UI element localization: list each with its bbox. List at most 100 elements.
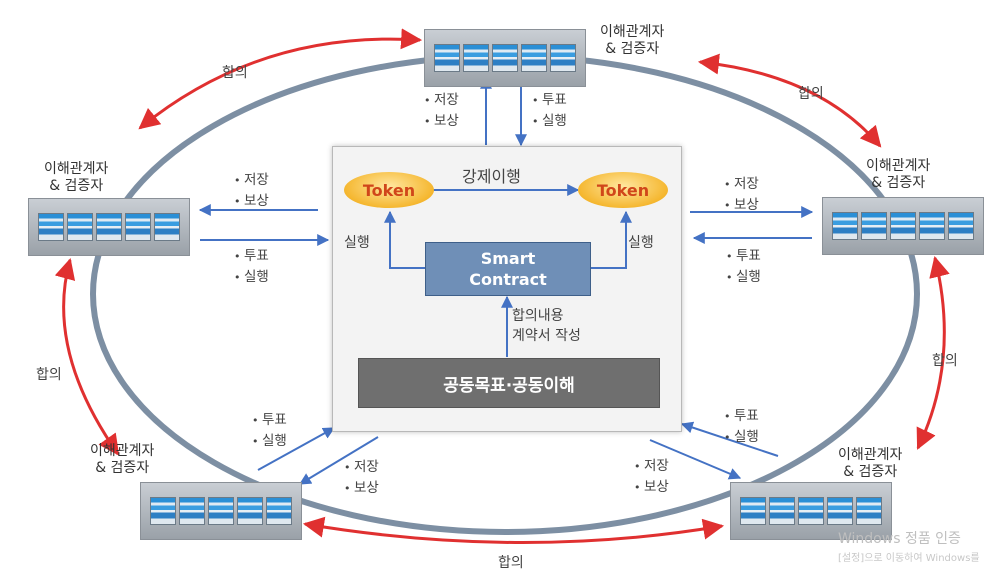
role-line1: 이해관계자 xyxy=(838,447,903,463)
role-line2: & 검증자 xyxy=(49,178,104,194)
role-label-top: 이해관계자 & 검증자 xyxy=(600,24,664,58)
server-icon xyxy=(179,497,205,525)
server-icon xyxy=(890,212,916,240)
vote-execute-right: 투표 실행 xyxy=(726,246,761,288)
role-line1: 이해관계자 xyxy=(600,24,665,40)
agreement-label-bottom: 합의 xyxy=(498,555,524,571)
role-line2: & 검증자 xyxy=(843,464,898,480)
role-label-bottom-left: 이해관계자 & 검증자 xyxy=(90,443,154,477)
role-label-right: 이해관계자 & 검증자 xyxy=(866,158,930,192)
server-icon xyxy=(856,497,882,525)
server-icon xyxy=(38,213,64,241)
server-icon xyxy=(96,213,122,241)
role-line2: & 검증자 xyxy=(605,41,660,57)
vote-item: 투표 xyxy=(234,246,269,267)
agreement-content-line1: 합의내용 xyxy=(512,308,564,324)
agreement-label-top-right: 합의 xyxy=(798,86,824,102)
stakeholder-node-top xyxy=(424,29,586,87)
flow-arrow-bl-out xyxy=(298,436,379,485)
role-line2: & 검증자 xyxy=(95,460,150,476)
server-icon xyxy=(67,213,93,241)
server-icon xyxy=(832,212,858,240)
reward-item: 보상 xyxy=(424,111,459,132)
activation-watermark-subtitle: [설정]으로 이동하여 Windows를 xyxy=(838,553,980,564)
agreement-arrow-top-right xyxy=(697,53,882,148)
store-item: 저장 xyxy=(424,90,459,111)
agreement-content-label: 합의내용 계약서 작성 xyxy=(512,306,581,346)
execute-connector-left xyxy=(384,210,425,269)
activation-watermark-title: Windows 정품 인증 xyxy=(838,531,961,547)
vote-execute-left: 투표 실행 xyxy=(234,246,269,288)
execute-item: 실행 xyxy=(726,267,761,288)
reward-item: 보상 xyxy=(234,191,269,212)
vote-item: 투표 xyxy=(252,410,287,431)
server-icon xyxy=(919,212,945,240)
server-icon xyxy=(154,213,180,241)
execute-item: 실행 xyxy=(234,267,269,288)
server-icon xyxy=(434,44,460,72)
vote-item: 투표 xyxy=(532,90,567,111)
store-reward-right: 저장 보상 xyxy=(724,174,759,216)
server-icon xyxy=(463,44,489,72)
store-item: 저장 xyxy=(724,174,759,195)
reward-item: 보상 xyxy=(724,195,759,216)
agreement-arrow-top-left xyxy=(138,28,423,130)
execute-item: 실행 xyxy=(532,111,567,132)
agreement-label-top-left: 합의 xyxy=(222,65,248,81)
role-line1: 이해관계자 xyxy=(866,158,931,174)
store-reward-top: 저장 보상 xyxy=(424,90,459,132)
execute-label-right: 실행 xyxy=(628,235,654,251)
server-icon xyxy=(740,497,766,525)
server-icon xyxy=(769,497,795,525)
server-icon xyxy=(125,213,151,241)
token-left: Token xyxy=(344,172,434,208)
stakeholder-node-bottom-left xyxy=(140,482,302,540)
agreement-arrow-left xyxy=(54,257,120,456)
server-icon xyxy=(861,212,887,240)
reward-item: 보상 xyxy=(634,477,669,498)
server-icon xyxy=(208,497,234,525)
agreement-label-right: 합의 xyxy=(932,353,958,369)
server-icon xyxy=(492,44,518,72)
flow-arrow-br-out xyxy=(649,439,742,480)
role-line2: & 검증자 xyxy=(871,175,926,191)
execute-label-left: 실행 xyxy=(344,235,370,251)
store-reward-left: 저장 보상 xyxy=(234,170,269,212)
vote-execute-bottom-left: 투표 실행 xyxy=(252,410,287,452)
stakeholder-node-left xyxy=(28,198,190,256)
role-label-bottom-right: 이해관계자 & 검증자 xyxy=(838,447,902,481)
server-icon xyxy=(150,497,176,525)
store-reward-bottom-right: 저장 보상 xyxy=(634,456,669,498)
flow-arrow-bl-in xyxy=(257,427,336,471)
store-item: 저장 xyxy=(634,456,669,477)
stakeholder-node-bottom-right xyxy=(730,482,892,540)
role-label-left: 이해관계자 & 검증자 xyxy=(44,161,108,195)
server-icon xyxy=(948,212,974,240)
enforcement-label: 강제이행 xyxy=(462,167,521,186)
agreement-content-line2: 계약서 작성 xyxy=(512,328,581,344)
server-icon xyxy=(266,497,292,525)
store-item: 저장 xyxy=(344,457,379,478)
server-icon xyxy=(237,497,263,525)
agreement-arrow-bottom xyxy=(302,516,725,545)
vote-execute-top: 투표 실행 xyxy=(532,90,567,132)
server-icon xyxy=(521,44,547,72)
token-right: Token xyxy=(578,172,668,208)
smart-contract-box: Smart Contract xyxy=(425,242,591,296)
server-icon xyxy=(550,44,576,72)
stakeholder-node-right xyxy=(822,197,984,255)
server-icon xyxy=(798,497,824,525)
execute-connector-right xyxy=(589,210,632,269)
store-reward-bottom-left: 저장 보상 xyxy=(344,457,379,499)
server-icon xyxy=(827,497,853,525)
role-line1: 이해관계자 xyxy=(90,443,155,459)
vote-item: 투표 xyxy=(726,246,761,267)
common-goal-box: 공동목표·공동이해 xyxy=(358,358,660,408)
store-item: 저장 xyxy=(234,170,269,191)
vote-execute-bottom-right: 투표 실행 xyxy=(724,406,759,448)
agreement-arrow-right xyxy=(916,255,950,450)
agreement-label-left: 합의 xyxy=(36,367,62,383)
execute-item: 실행 xyxy=(724,427,759,448)
vote-item: 투표 xyxy=(724,406,759,427)
